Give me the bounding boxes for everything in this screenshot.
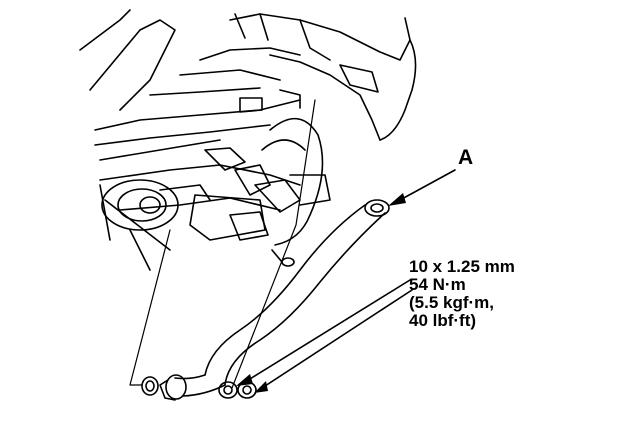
rear-bumper-panel <box>229 13 417 141</box>
heat-shield <box>261 117 324 246</box>
arrowhead-nut-1 <box>236 374 253 386</box>
torque-spec-arrows <box>244 279 413 389</box>
callout-label-a: A <box>458 146 474 169</box>
arrowhead-a <box>388 193 406 206</box>
spec-bolt-size: 10 x 1.25 mm <box>409 257 515 276</box>
leader-lines <box>129 99 316 389</box>
underbody-frame <box>79 9 301 161</box>
arrowhead-nut-2 <box>254 381 268 393</box>
spec-torque-lbfft: 40 lbf·ft) <box>409 311 477 330</box>
flange-nut <box>218 381 238 399</box>
exhaust-pipe <box>174 199 390 397</box>
spec-torque-nm: 54 N·m <box>409 275 466 294</box>
torque-spec-block: 10 x 1.25 mm 54 N·m (5.5 kgf·m, 40 lbf·f… <box>409 258 515 330</box>
differential-housing <box>99 179 179 271</box>
spec-torque-kgfm: (5.5 kgf·m, <box>409 293 495 312</box>
callout-a-arrow <box>399 169 456 201</box>
gasket-ring <box>141 376 159 396</box>
pipe-flange <box>159 374 187 401</box>
